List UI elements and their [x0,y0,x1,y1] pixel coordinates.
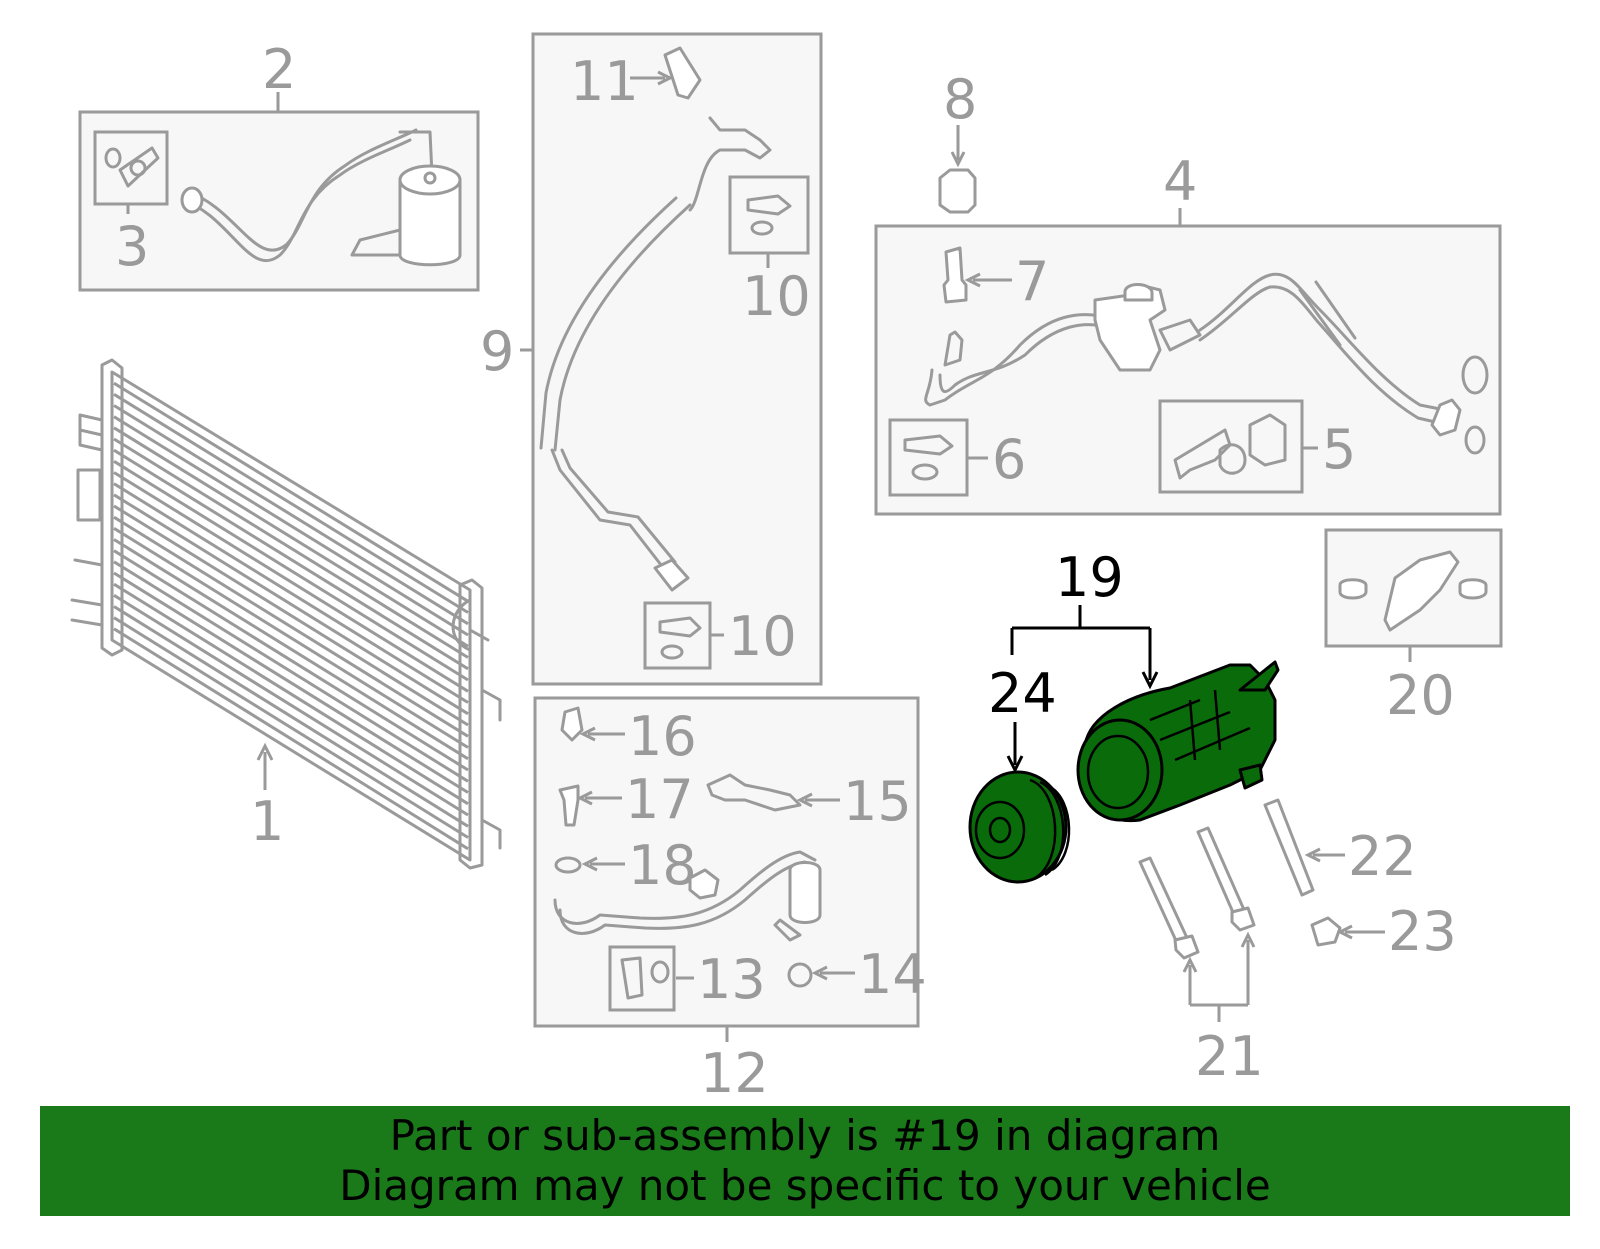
callout-22: 22 [1348,825,1417,888]
condenser-fin [113,460,469,682]
group-12-suction-line: 12 16 17 15 18 13 14 [533,696,927,1105]
group-1-condenser: 1 [70,358,502,870]
callout-21: 21 [1195,1025,1264,1088]
callout-5: 5 [1322,418,1356,481]
condenser-fins [113,381,469,851]
part-19-compressor-assembly: 19 24 [968,546,1280,884]
condenser-fin [113,437,469,659]
group-4-liquid-line: 4 7 6 5 [874,150,1502,516]
callout-12: 12 [700,1042,769,1105]
part-8-cap: 8 [938,68,977,214]
condenser-fin [113,627,469,851]
condenser-fin [113,605,469,828]
condenser-fin [113,594,469,817]
callout-23: 23 [1388,900,1457,963]
callout-20: 20 [1386,664,1455,727]
condenser-fin [113,482,469,704]
info-banner: Part or sub-assembly is #19 in diagram D… [40,1106,1570,1216]
condenser-fin [113,527,469,749]
condenser-fin [113,616,469,839]
banner-line-part: Part or sub-assembly is #19 in diagram [389,1111,1221,1160]
callout-13: 13 [697,948,766,1011]
callout-10-bottom: 10 [728,605,797,668]
callout-10-top: 10 [742,265,811,328]
banner-line-disclaimer: Diagram may not be specific to your vehi… [339,1161,1271,1210]
callout-8: 8 [943,68,977,131]
condenser-fin [113,538,469,761]
condenser-fin [113,381,469,603]
condenser-fin [113,560,469,783]
callout-19: 19 [1055,546,1124,609]
condenser-fin [113,515,469,738]
group-21-23-fasteners: 22 23 21 [1138,798,1457,1088]
condenser-fin [113,448,469,671]
callout-24: 24 [988,662,1057,725]
callout-3: 3 [115,215,149,278]
callout-11: 11 [570,50,639,113]
condenser-fin [113,393,469,614]
callout-2: 2 [262,38,296,101]
callout-9: 9 [480,320,514,383]
group-2-receiver-drier: 2 3 [78,38,480,292]
condenser-fin [113,571,469,794]
group-20-bracket: 20 [1324,528,1503,727]
callout-6: 6 [992,428,1026,491]
condenser-fin [113,426,469,648]
callout-14: 14 [858,943,927,1006]
condenser-fin [113,471,469,693]
condenser-fin [113,493,469,716]
callout-17: 17 [625,768,694,831]
callout-18: 18 [628,834,697,897]
group-9-discharge-hose: 9 11 10 10 [480,32,823,686]
clutch-pulley [968,770,1068,884]
condenser-fin [113,415,469,637]
callout-1: 1 [250,790,284,853]
condenser-fin [113,504,469,727]
condenser-fin [113,582,469,806]
condenser-fin [113,549,469,772]
callout-7: 7 [1015,250,1049,313]
callout-16: 16 [628,705,697,768]
condenser-fin [113,404,469,626]
callout-15: 15 [843,770,912,833]
callout-4: 4 [1163,150,1197,213]
